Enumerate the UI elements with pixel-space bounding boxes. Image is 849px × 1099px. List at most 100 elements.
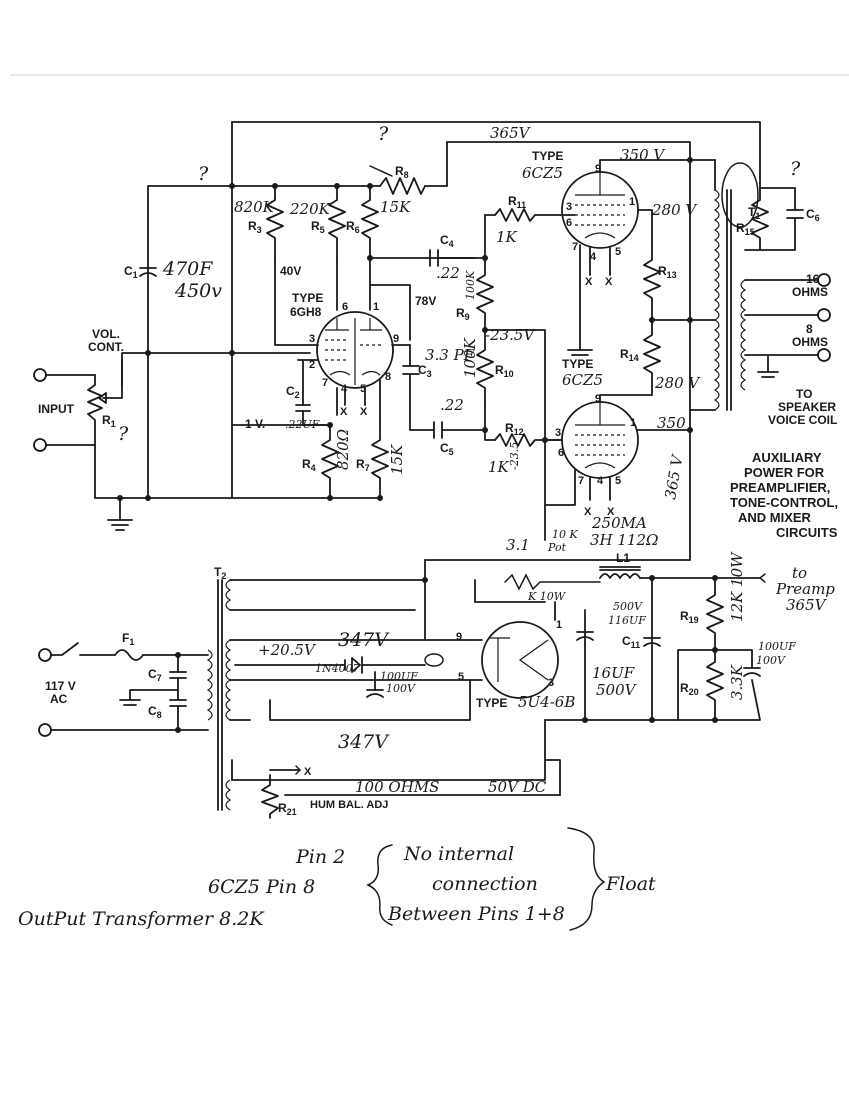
svg-text:X: X <box>585 276 593 288</box>
r21-label: R21 <box>278 801 297 817</box>
svg-text:7: 7 <box>578 475 584 487</box>
c11-label: C11 <box>622 634 640 650</box>
ground-symbol <box>107 497 133 531</box>
spk-2: SPEAKER <box>778 400 836 414</box>
svg-text:220K: 220K <box>289 200 331 218</box>
svg-text:connection: connection <box>432 873 538 895</box>
svg-text:X: X <box>584 506 592 518</box>
aux-3: PREAMPLIFIER, <box>730 480 830 495</box>
svg-text:Between Pins 1+8: Between Pins 1+8 <box>387 903 565 925</box>
resistor-pot-10k-ink <box>504 573 601 591</box>
svg-text:365V: 365V <box>490 124 532 142</box>
vol-cont-label: VOL.CONT. <box>88 327 124 354</box>
c1-label: C1 <box>124 264 138 280</box>
ohms16-2: OHMS <box>792 285 828 299</box>
svg-text:1: 1 <box>630 417 636 429</box>
svg-text:X: X <box>340 406 348 418</box>
svg-text:OutPut Transformer 8.2K: OutPut Transformer 8.2K <box>18 908 265 930</box>
r11-label: R11 <box>508 194 526 210</box>
power-transformer-t2 <box>206 579 232 811</box>
svg-text:15K: 15K <box>380 198 411 216</box>
ma-2: 3H 112Ω <box>590 531 658 549</box>
svg-text:No internal: No internal <box>403 843 514 865</box>
r6-label: R6 <box>346 219 360 235</box>
rect-type: 5U4-6B <box>518 693 575 711</box>
r20-label: R20 <box>680 681 699 697</box>
resistor-r12 <box>494 433 561 447</box>
c16-2: 500V <box>596 681 638 699</box>
c4-label: C4 <box>440 233 454 249</box>
r19-label: R19 <box>680 609 699 625</box>
svg-text:3: 3 <box>566 201 572 213</box>
c16-1: 16UF <box>592 664 635 682</box>
ac-2: AC <box>50 692 68 706</box>
svg-text:100K: 100K <box>461 337 479 378</box>
svg-text:.22: .22 <box>436 264 460 282</box>
diode-1n4007 <box>344 656 426 674</box>
svg-text:1: 1 <box>629 196 635 208</box>
aux-5: AND MIXER <box>738 510 812 525</box>
ac-1: 117 V <box>45 679 76 693</box>
svg-text:1: 1 <box>556 619 562 631</box>
r15-label: R15 <box>736 221 755 237</box>
v3-type: 6CZ5 <box>562 371 603 389</box>
svg-text:7: 7 <box>322 377 328 389</box>
r7-label: R7 <box>356 457 370 473</box>
svg-text:1K: 1K <box>488 458 510 476</box>
cr-1: 100UF <box>758 640 796 653</box>
svg-text:Float: Float <box>605 873 656 895</box>
resistor-r11 <box>494 208 561 222</box>
t1-label: T1 <box>748 205 760 221</box>
ohms16-1: 16 <box>806 272 820 286</box>
svg-text:347V: 347V <box>338 629 390 651</box>
resistor-r19 <box>706 577 724 651</box>
svg-text:100 OHMS: 100 OHMS <box>355 778 439 796</box>
svg-text:Pin 2: Pin 2 <box>295 846 345 868</box>
svg-text:365 V: 365 V <box>661 452 687 501</box>
spk-1: TO <box>796 387 812 401</box>
svg-text:1K: 1K <box>496 228 518 246</box>
c8-label: C8 <box>148 704 162 720</box>
svg-text:X: X <box>360 406 368 418</box>
r1-label: R1 <box>102 413 116 429</box>
c11r-1: 500V <box>613 600 643 613</box>
c3-label: C3 <box>418 363 432 379</box>
c5-label: C5 <box>440 441 454 457</box>
svg-text:5: 5 <box>615 246 621 258</box>
v2-type: 6CZ5 <box>522 164 563 182</box>
svg-text:4: 4 <box>341 383 348 395</box>
r13-label: R13 <box>658 264 677 280</box>
svg-text:+20.5V: +20.5V <box>258 641 317 659</box>
tube-labels: TYPE 6GH8 TYPE 6CZ5 TYPE 6CZ5 TYPE 5U4-6… <box>290 149 636 778</box>
svg-text:3: 3 <box>555 427 561 439</box>
vol-cont-line-1: VOL. <box>92 327 120 341</box>
svg-text:3: 3 <box>548 677 554 689</box>
r5-label: R5 <box>311 219 325 235</box>
svg-text:-23.5V: -23.5V <box>485 326 536 344</box>
rect-type-word: TYPE <box>476 696 507 710</box>
svg-text:?: ? <box>378 123 389 145</box>
aux-2: POWER FOR <box>744 465 825 480</box>
r10-label: R10 <box>495 363 514 379</box>
svg-text:15K: 15K <box>388 444 406 475</box>
svg-text:78V: 78V <box>415 294 436 308</box>
aux-4: TONE-CONTROL, <box>730 495 838 510</box>
aux-1: AUXILIARY <box>752 450 822 465</box>
tp-1: to <box>792 564 807 582</box>
volume-pot-r1 <box>87 352 149 499</box>
svg-text:5: 5 <box>615 475 621 487</box>
capacitor-c11 <box>643 637 661 647</box>
r3-label: R3 <box>248 219 262 235</box>
svg-text:12K 10W: 12K 10W <box>728 551 746 622</box>
svg-text:280 V: 280 V <box>651 201 698 219</box>
resistor-r21 <box>261 765 561 819</box>
svg-text:1: 1 <box>373 301 379 313</box>
